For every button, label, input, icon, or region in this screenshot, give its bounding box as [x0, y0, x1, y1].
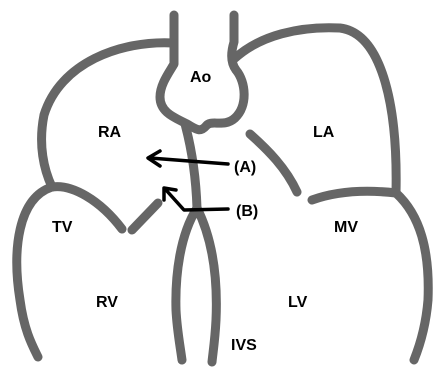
- label-tv: TV: [52, 219, 73, 236]
- left-atrium-wall: [234, 28, 396, 193]
- left-ventricle-wall: [396, 193, 428, 360]
- label-mv: MV: [334, 219, 358, 236]
- label-ivs: IVS: [231, 337, 257, 354]
- label-lv: LV: [288, 294, 308, 311]
- label-la: LA: [313, 124, 335, 141]
- label-rv: RV: [96, 294, 118, 311]
- right-atrium-wall: [42, 43, 174, 187]
- atrial-septum-wall: [185, 124, 197, 208]
- tricuspid-leaflet-right: [132, 203, 158, 230]
- label-ra: RA: [98, 124, 122, 141]
- right-ventricle-wall: [17, 187, 52, 357]
- interventricular-septum: [176, 208, 216, 362]
- label-arrow-a: (A): [234, 159, 256, 176]
- mitral-valve-wall: [312, 191, 396, 200]
- label-ao: Ao: [190, 69, 212, 86]
- left-atrium-inner-wall: [250, 134, 297, 192]
- label-arrow-b: (B): [236, 203, 258, 220]
